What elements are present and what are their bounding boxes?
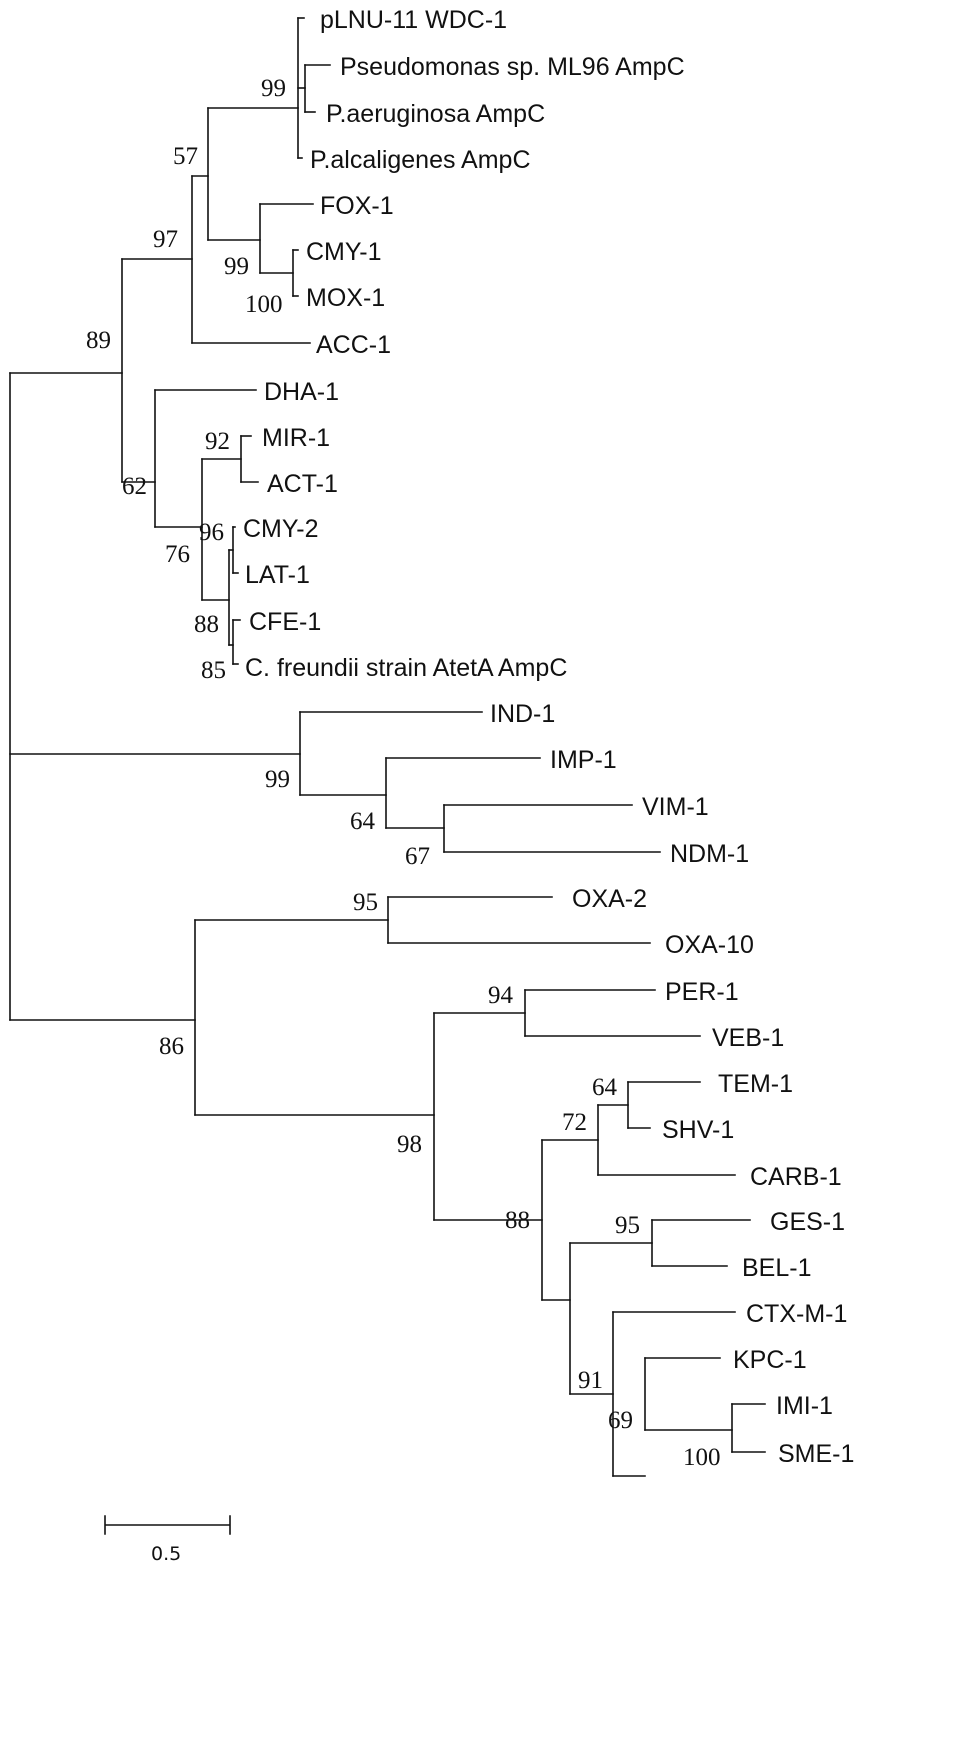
bootstrap-value: 76 xyxy=(165,541,190,568)
leaf-label: KPC-1 xyxy=(733,1346,807,1374)
leaf-label: CARB-1 xyxy=(750,1163,842,1191)
leaf-label: P.aeruginosa AmpC xyxy=(326,100,545,128)
leaf-label: PER-1 xyxy=(665,978,739,1006)
bootstrap-value: 64 xyxy=(592,1074,618,1101)
bootstrap-value: 88 xyxy=(194,611,219,638)
bootstrap-value: 100 xyxy=(683,1444,721,1471)
bootstrap-value: 95 xyxy=(353,889,378,916)
leaf-label: TEM-1 xyxy=(718,1070,793,1098)
bootstrap-value: 85 xyxy=(201,657,226,684)
leaf-label: CTX-M-1 xyxy=(746,1300,847,1328)
leaf-label: ACT-1 xyxy=(267,470,338,498)
bootstrap-value: 99 xyxy=(224,253,249,280)
bootstrap-value: 57 xyxy=(173,143,198,170)
bootstrap-value: 88 xyxy=(505,1207,530,1234)
leaf-label: VEB-1 xyxy=(712,1024,784,1052)
bootstrap-value: 95 xyxy=(615,1212,640,1239)
leaf-label: IMP-1 xyxy=(550,746,617,774)
bootstrap-value: 91 xyxy=(578,1367,603,1394)
leaf-label: ACC-1 xyxy=(316,331,391,359)
bootstrap-value: 96 xyxy=(199,519,224,546)
leaf-label: P.alcaligenes AmpC xyxy=(310,146,531,174)
scale-bar-label: 0.5 xyxy=(151,1543,181,1565)
leaf-label: IMI-1 xyxy=(776,1392,833,1420)
scale-bar: 0.5 xyxy=(104,1515,231,1565)
bootstrap-value: 72 xyxy=(562,1109,587,1136)
bootstrap-value: 64 xyxy=(350,808,376,835)
leaf-label: OXA-10 xyxy=(665,931,754,959)
leaf-label: MIR-1 xyxy=(262,424,330,452)
leaf-label: pLNU-11 WDC-1 xyxy=(320,6,507,34)
leaf-label: CMY-1 xyxy=(306,238,382,266)
leaf-label: FOX-1 xyxy=(320,192,394,220)
bootstrap-value: 67 xyxy=(405,843,430,870)
leaf-label: CFE-1 xyxy=(249,608,321,636)
leaf-label: C. freundii strain AtetA AmpC xyxy=(245,654,567,682)
scale-bar-line xyxy=(104,1515,231,1535)
leaf-labels: pLNU-11 WDC-1 Pseudomonas sp. ML96 AmpC … xyxy=(243,6,854,1468)
bootstrap-value: 98 xyxy=(397,1131,422,1158)
bootstrap-value: 99 xyxy=(265,766,290,793)
leaf-label: IND-1 xyxy=(490,700,555,728)
bootstrap-value: 94 xyxy=(488,982,514,1009)
bootstrap-value: 69 xyxy=(608,1407,633,1434)
leaf-label: SHV-1 xyxy=(662,1116,734,1144)
leaf-label: NDM-1 xyxy=(670,840,749,868)
tree-branches xyxy=(9,17,766,1477)
bootstrap-value: 92 xyxy=(205,428,230,455)
leaf-label: DHA-1 xyxy=(264,378,339,406)
leaf-label: LAT-1 xyxy=(245,561,310,589)
bootstrap-value: 99 xyxy=(261,75,286,102)
leaf-label: MOX-1 xyxy=(306,284,385,312)
leaf-label: GES-1 xyxy=(770,1208,845,1236)
leaf-label: CMY-2 xyxy=(243,515,319,543)
bootstrap-values: 99 57 99 100 97 89 62 92 96 76 88 85 99 … xyxy=(86,75,721,1471)
leaf-label: VIM-1 xyxy=(642,793,709,821)
bootstrap-value: 89 xyxy=(86,327,111,354)
leaf-label: SME-1 xyxy=(778,1440,854,1468)
leaf-label: Pseudomonas sp. ML96 AmpC xyxy=(340,53,685,81)
bootstrap-value: 86 xyxy=(159,1033,184,1060)
bootstrap-value: 97 xyxy=(153,226,178,253)
leaf-label: BEL-1 xyxy=(742,1254,811,1282)
bootstrap-value: 62 xyxy=(122,473,147,500)
bootstrap-value: 100 xyxy=(245,291,283,318)
leaf-label: OXA-2 xyxy=(572,885,647,913)
